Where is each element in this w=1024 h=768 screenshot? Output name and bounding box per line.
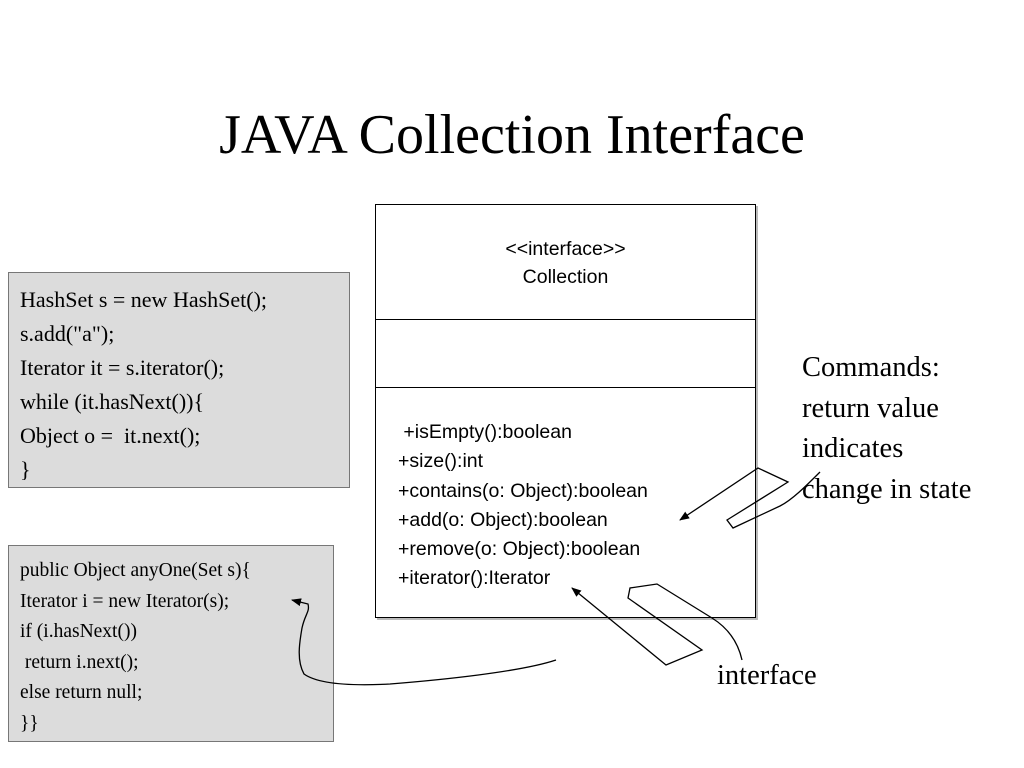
- uml-operations-compartment: +isEmpty():boolean +size():int +contains…: [376, 388, 755, 594]
- uml-operation: +isEmpty():boolean: [398, 421, 572, 443]
- uml-operation: +contains(o: Object):boolean: [398, 479, 648, 502]
- slide-title: JAVA Collection Interface: [219, 104, 805, 166]
- annotation-line: indicates: [802, 433, 904, 464]
- annotation-line: change in state: [802, 473, 972, 505]
- code-line: HashSet s = new HashSet();: [20, 287, 268, 312]
- code-line: public Object anyOne(Set s){: [20, 560, 251, 581]
- code-line: while (it.hasNext()){: [20, 389, 205, 414]
- code-line: Iterator it = s.iterator();: [20, 355, 225, 380]
- uml-class-name: Collection: [522, 266, 609, 288]
- uml-stereotype: <<interface>>: [505, 238, 626, 260]
- annotation-line: return value: [802, 392, 939, 424]
- code-line: if (i.hasNext()): [20, 621, 137, 643]
- code-block-anyone-method: public Object anyOne(Set s){ Iterator i …: [8, 545, 334, 742]
- uml-operation: +iterator():Iterator: [398, 567, 551, 590]
- uml-operation: +add(o: Object):boolean: [398, 508, 608, 531]
- code-line: return i.next();: [20, 651, 139, 673]
- code-block-hashset-example: HashSet s = new HashSet(); s.add("a"); I…: [8, 272, 350, 488]
- uml-attribute-compartment: [376, 320, 755, 388]
- uml-name-compartment: <<interface>> Collection: [376, 205, 755, 320]
- code-line: else return null;: [20, 682, 143, 704]
- code-line: }: [20, 457, 31, 482]
- interface-annotation: interface: [717, 660, 817, 691]
- code-line: Object o = it.next();: [20, 423, 201, 448]
- uml-operation: +remove(o: Object):boolean: [398, 538, 641, 561]
- commands-annotation: Commands: return value indicates change …: [802, 348, 971, 510]
- code-line: s.add("a");: [20, 321, 115, 346]
- code-line: Iterator i = new Iterator(s);: [20, 590, 230, 612]
- code-line: }}: [20, 712, 39, 734]
- uml-operation: +size():int: [398, 450, 484, 473]
- uml-class-collection: <<interface>> Collection +isEmpty():bool…: [375, 204, 756, 618]
- annotation-line: Commands:: [802, 352, 940, 383]
